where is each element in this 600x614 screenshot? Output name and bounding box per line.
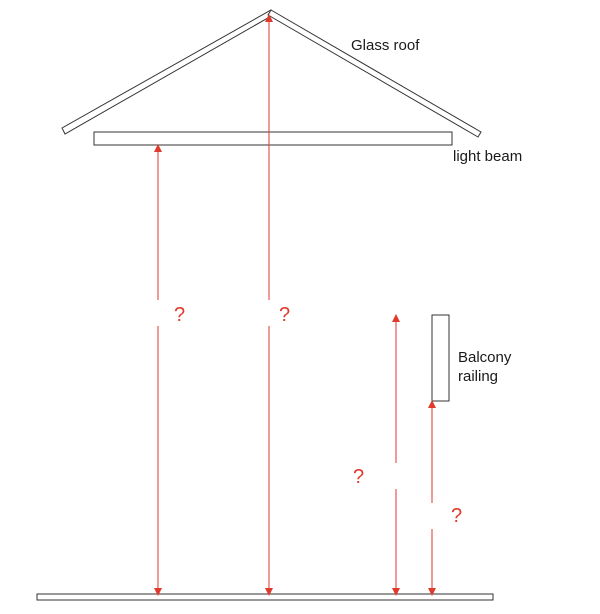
measurement-arrows bbox=[154, 14, 436, 596]
balcony-railing bbox=[431, 314, 450, 402]
light-beam bbox=[93, 131, 453, 146]
glass-roof bbox=[61, 9, 482, 138]
roof-height-unknown: ? bbox=[279, 304, 290, 326]
balcony-railing-label-line2: railing bbox=[458, 368, 498, 385]
balcony-railing-label-line1: Balcony bbox=[458, 349, 512, 366]
light-beam-label: light beam bbox=[453, 148, 522, 165]
railing-height-unknown: ? bbox=[451, 505, 462, 527]
label-gaps bbox=[152, 300, 440, 529]
glass-roof-right-pane bbox=[267, 9, 482, 138]
beam-height-unknown: ? bbox=[174, 304, 185, 326]
glass-roof-label: Glass roof bbox=[351, 37, 420, 54]
mid-height-unknown: ? bbox=[353, 466, 364, 488]
floor bbox=[36, 593, 494, 601]
glass-roof-left-pane bbox=[61, 9, 274, 135]
